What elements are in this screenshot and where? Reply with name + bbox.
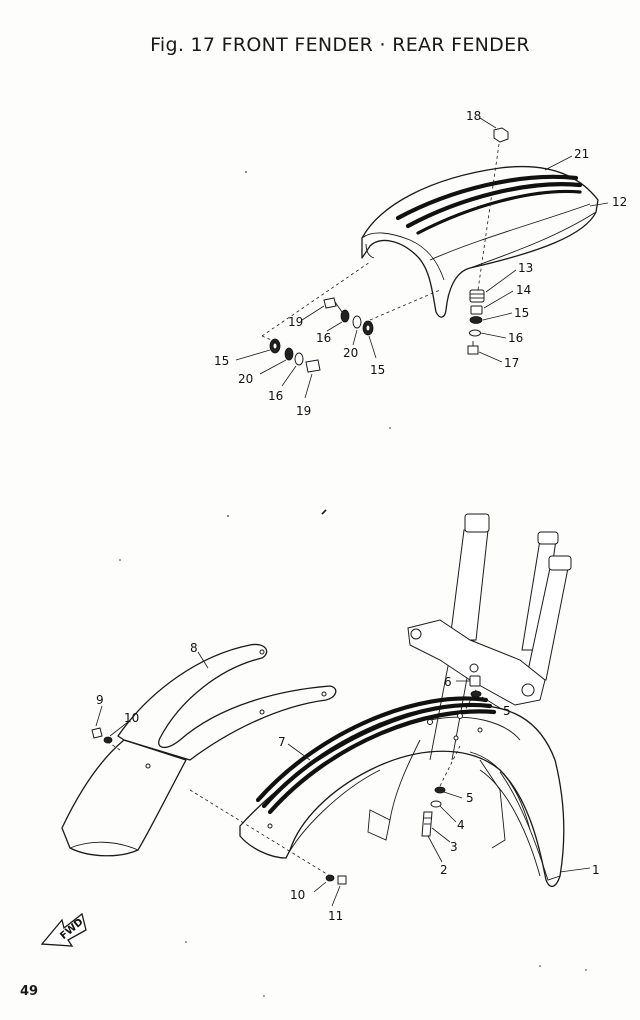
- rear-fender-assembly: [261, 127, 599, 373]
- callout-15: 15: [514, 306, 529, 320]
- forward-arrow-icon: FWD: [40, 912, 87, 947]
- callout-11: 11: [328, 909, 343, 923]
- callout-7: 7: [278, 735, 286, 749]
- callout-19: 19: [288, 315, 303, 329]
- callout-6: 6: [444, 675, 452, 689]
- callout-16: 16: [316, 331, 331, 345]
- callout-19: 19: [296, 404, 311, 418]
- callout-15: 15: [370, 363, 385, 377]
- callout-5: 5: [503, 704, 511, 718]
- callout-16: 16: [508, 331, 523, 345]
- front-fork-assembly: [367, 513, 572, 849]
- front-fender: [239, 696, 565, 887]
- front-callouts: 6 5 7 8 9 10 5 4 3 2 1 10 11: [96, 641, 600, 923]
- rear-leader-lines: [235, 117, 609, 399]
- callout-18: 18: [466, 109, 481, 123]
- callout-9: 9: [96, 693, 104, 707]
- figure-title: Fig. 17 FRONT FENDER · REAR FENDER: [150, 34, 530, 56]
- page-number: 49: [20, 984, 39, 999]
- paper-specks: [119, 171, 587, 997]
- callout-17: 17: [504, 356, 519, 370]
- callout-16: 16: [268, 389, 283, 403]
- front-fender-stay: [61, 643, 347, 885]
- callout-20: 20: [343, 346, 358, 360]
- callout-14: 14: [516, 283, 531, 297]
- callout-21: 21: [574, 147, 589, 161]
- front-leader-lines: [95, 651, 591, 907]
- callout-20: 20: [238, 372, 253, 386]
- callout-4: 4: [457, 818, 465, 832]
- callout-10: 10: [124, 711, 139, 725]
- callout-13: 13: [518, 261, 533, 275]
- front-fender-bolts: [421, 689, 477, 837]
- callout-10: 10: [290, 888, 305, 902]
- callout-5: 5: [466, 791, 474, 805]
- callout-12: 12: [612, 195, 627, 209]
- callout-8: 8: [190, 641, 198, 655]
- callout-15: 15: [214, 354, 229, 368]
- rear-callouts: 18 21 12 13 14 15 16 17 19 16 20 15 15 2…: [214, 109, 627, 418]
- callout-2: 2: [440, 863, 448, 877]
- callout-1: 1: [592, 863, 600, 877]
- callout-3: 3: [450, 840, 458, 854]
